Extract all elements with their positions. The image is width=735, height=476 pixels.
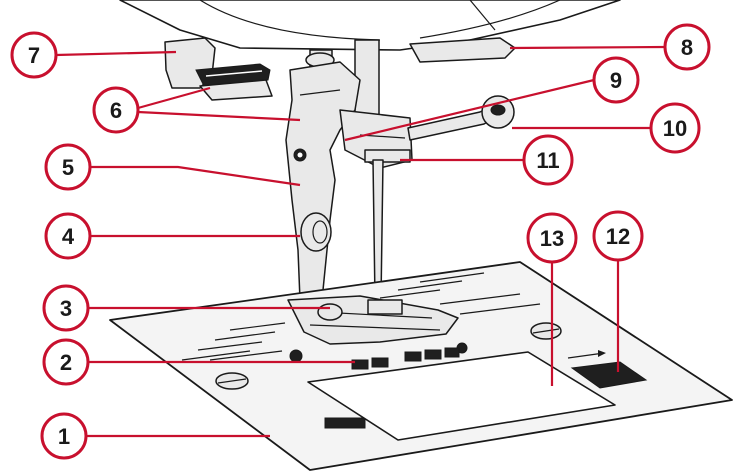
bobbin-winder-area [409, 37, 516, 63]
leader-5 [90, 165, 301, 187]
bobbin-cover [307, 351, 616, 441]
leader-lines [55, 45, 666, 438]
callout-7-label: 7 [28, 43, 40, 68]
callout-4: 4 [44, 212, 92, 260]
callout-5-label: 5 [62, 155, 74, 180]
callout-11: 11 [522, 134, 574, 186]
callout-8-label: 8 [681, 35, 693, 60]
callout-3-label: 3 [60, 296, 72, 321]
callout-2: 2 [42, 338, 90, 386]
callout-9-label: 9 [610, 68, 622, 93]
callout-13: 13 [526, 212, 578, 264]
callout-6: 6 [92, 86, 140, 134]
presser-foot-screw [300, 212, 332, 252]
callout-11-label: 11 [536, 148, 559, 173]
buttonhole-lever [195, 63, 273, 101]
leader-8 [509, 45, 666, 50]
leader-6 [137, 86, 301, 122]
plate-screw-right [530, 322, 562, 340]
callout-10-label: 10 [663, 116, 687, 141]
callout-4-label: 4 [62, 224, 75, 249]
callout-3: 3 [42, 284, 90, 332]
callout-2-label: 2 [60, 350, 72, 375]
leader-9 [344, 78, 595, 142]
callout-12-label: 12 [606, 224, 630, 249]
callout-12: 12 [592, 210, 644, 262]
presser-foot-ankle [285, 61, 361, 301]
callout-13-label: 13 [540, 226, 564, 251]
callout-7: 7 [10, 31, 58, 79]
plate-screw-left [215, 372, 249, 390]
callout-1-label: 1 [58, 424, 70, 449]
callout-9: 9 [592, 56, 640, 104]
bobbin-cover-release-button [567, 350, 648, 389]
callout-1: 1 [40, 412, 88, 460]
leader-7 [55, 50, 177, 57]
feed-dogs [324, 347, 460, 429]
callout-8: 8 [663, 23, 711, 71]
needle-clamp [339, 109, 413, 169]
callout-10: 10 [649, 102, 701, 154]
callout-6-label: 6 [110, 98, 122, 123]
callout-5: 5 [44, 143, 92, 191]
presser-foot [287, 295, 459, 345]
